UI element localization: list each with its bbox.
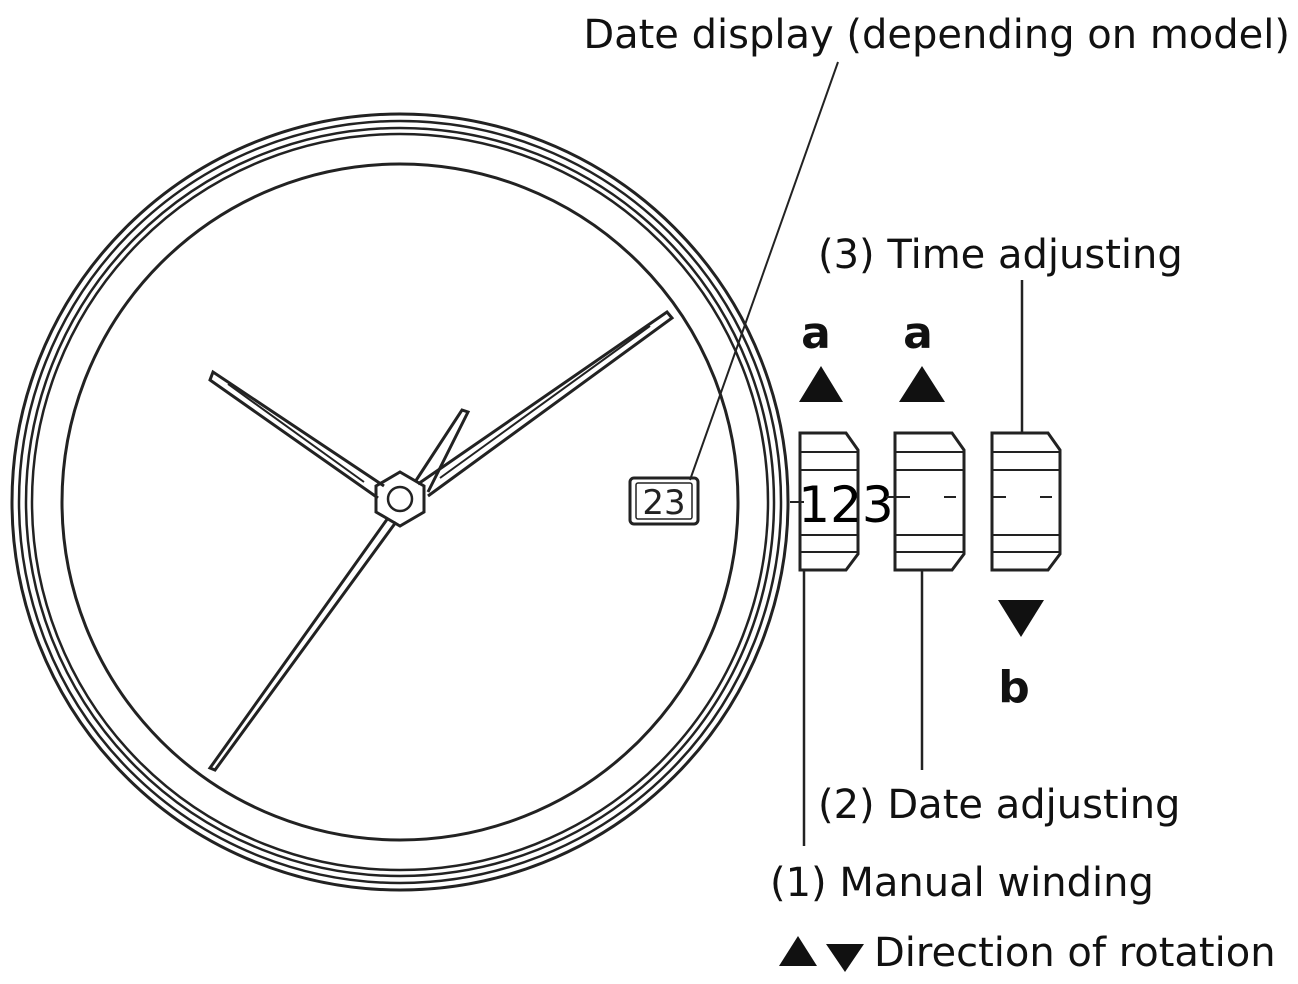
hour-hand	[208, 369, 385, 500]
date-window-value: 23	[642, 483, 685, 523]
crown-2-up-arrow	[899, 366, 945, 402]
hour-hand-tail	[413, 408, 471, 493]
watch-case	[10, 112, 790, 892]
date-adjusting-label: (2) Date adjusting	[818, 782, 1180, 828]
rotation-legend: Direction of rotation	[779, 930, 1276, 976]
crown-position-2	[886, 431, 966, 572]
seconds-hand	[207, 517, 398, 772]
watch-hands	[207, 309, 675, 772]
crown-marker-text: 123	[798, 476, 893, 534]
time-adjusting-label: (3) Time adjusting	[818, 232, 1183, 278]
date-window-inner	[635, 482, 693, 520]
bezel-ring-4	[30, 132, 770, 872]
crown-3-down-arrow	[998, 600, 1044, 637]
legend-down-triangle-icon	[826, 944, 864, 972]
crown-position-1: 123	[790, 431, 894, 572]
legend-up-triangle-icon	[779, 936, 817, 966]
date-display-leader	[689, 61, 839, 481]
minute-hand-inner	[439, 325, 651, 479]
direction-of-rotation-label: Direction of rotation	[874, 930, 1276, 976]
crown-2-body	[893, 431, 966, 572]
crown-1-arrow-label: a	[801, 308, 831, 359]
manual-winding-label: (1) Manual winding	[770, 860, 1154, 906]
crown-2-arrow-label: a	[903, 308, 933, 359]
crown-1-up-arrow	[799, 366, 843, 402]
dial-ring	[60, 162, 740, 842]
crown-3-arrow-label: b	[998, 662, 1030, 713]
minute-hand	[417, 309, 675, 498]
date-display-label: Date display (depending on model)	[583, 12, 1290, 58]
hour-hand-inner	[227, 383, 365, 483]
bezel-outer-ring	[10, 112, 790, 892]
crown-position-3	[990, 431, 1062, 572]
crown-1-body	[798, 431, 860, 572]
bezel-ring-2	[17, 119, 783, 885]
crown-3-body	[990, 431, 1062, 572]
center-cap	[374, 470, 426, 528]
date-window-frame	[628, 476, 700, 526]
rotation-indicators: a a b	[799, 308, 1044, 713]
center-pin	[386, 485, 414, 513]
date-window: 23	[628, 476, 700, 526]
bezel-ring-3	[24, 126, 776, 878]
